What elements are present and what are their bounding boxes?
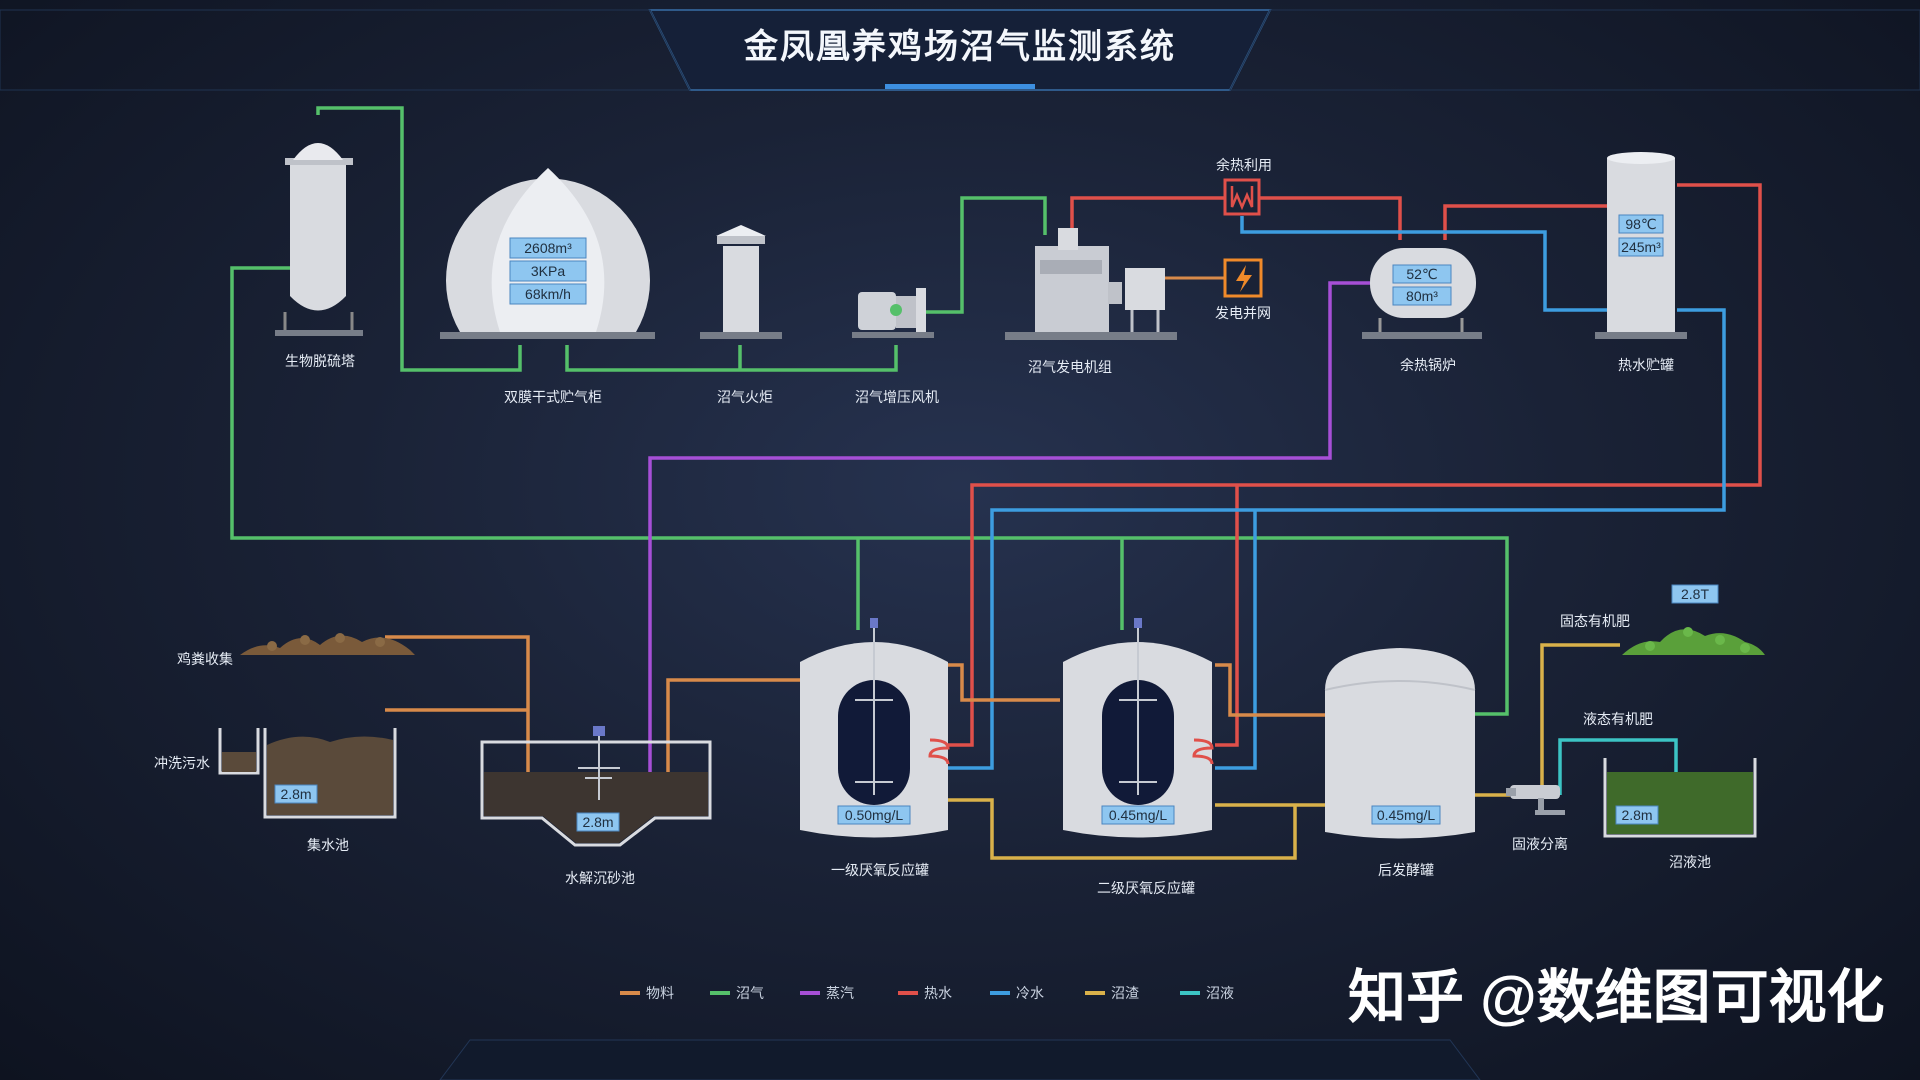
legend-item-slurry: 沼液 xyxy=(1180,985,1234,1001)
separator-label: 固液分离 xyxy=(1512,836,1568,852)
legend-item-material: 物料 xyxy=(620,985,674,1001)
pipes xyxy=(230,106,1762,860)
reactor-1-label: 一级厌氧反应罐 xyxy=(831,862,929,878)
manure-collection[interactable]: 鸡粪收集 xyxy=(177,633,415,667)
solid-liquid-separator[interactable]: 固液分离 xyxy=(1506,785,1568,852)
waste-heat-boiler-label: 余热锅炉 xyxy=(1400,357,1456,373)
flush-water[interactable]: 冲洗污水 xyxy=(154,728,260,775)
manure-collection-label: 鸡粪收集 xyxy=(177,651,233,667)
residue-pipes xyxy=(948,643,1620,860)
boiler-volume-value: 80m³ xyxy=(1406,288,1438,304)
cold-water-pipes xyxy=(948,216,1726,770)
svg-text:热水: 热水 xyxy=(924,985,952,1001)
reactor-1-value: 0.50mg/L xyxy=(845,807,904,823)
gas-holder-values: 2608m³ 3KPa 68km/h xyxy=(509,237,587,305)
waste-heat-boiler[interactable]: 52℃ 80m³ 余热锅炉 xyxy=(1362,248,1482,373)
grid-label: 发电并网 xyxy=(1215,305,1271,321)
legend-item-cold-water: 冷水 xyxy=(990,985,1044,1001)
steam-pipes xyxy=(648,281,1370,780)
heat-recovery[interactable]: 余热利用 xyxy=(1216,157,1272,216)
legend-item-biogas: 沼气 xyxy=(710,985,764,1001)
collection-pool-label: 集水池 xyxy=(307,837,349,853)
reactor-2-value: 0.45mg/L xyxy=(1109,807,1168,823)
gas-flow-value: 68km/h xyxy=(525,286,571,302)
svg-text:沼渣: 沼渣 xyxy=(1111,985,1139,1001)
svg-text:冷水: 冷水 xyxy=(1016,985,1044,1001)
collection-pool[interactable]: 2.8m 集水池 xyxy=(263,728,397,853)
hot-water-tank-label: 热水贮罐 xyxy=(1618,357,1674,373)
heat-recovery-label: 余热利用 xyxy=(1216,157,1272,173)
flare-label: 沼气火炬 xyxy=(717,389,773,405)
svg-text:物料: 物料 xyxy=(646,985,674,1001)
legend-item-residue: 沼渣 xyxy=(1085,985,1139,1001)
hot-water-tank[interactable]: 98℃ 245m³ 热水贮罐 xyxy=(1595,152,1687,373)
reactor-1[interactable]: 0.50mg/L 一级厌氧反应罐 xyxy=(800,618,950,878)
post-fermentation-value: 0.45mg/L xyxy=(1377,807,1436,823)
reactor-2[interactable]: 0.45mg/L 二级厌氧反应罐 xyxy=(1063,618,1214,896)
solid-fertilizer-label: 固态有机肥 xyxy=(1560,613,1630,629)
desulfurization-tower[interactable]: 生物脱硫塔 xyxy=(275,143,363,369)
generator-label: 沼气发电机组 xyxy=(1028,359,1112,375)
generator[interactable]: 沼气发电机组 xyxy=(1005,228,1225,375)
gas-volume-value: 2608m³ xyxy=(524,240,572,256)
slurry-pool-level: 2.8m xyxy=(1621,807,1652,823)
svg-text:沼气: 沼气 xyxy=(736,985,764,1001)
legend: 物料 沼气 蒸汽 热水 冷水 沼渣 沼液 xyxy=(620,985,1234,1001)
solid-fertilizer-value: 2.8T xyxy=(1681,586,1709,602)
hydrolysis-tank-level: 2.8m xyxy=(582,814,613,830)
reactor-2-label: 二级厌氧反应罐 xyxy=(1097,880,1195,896)
post-fermentation-label: 后发酵罐 xyxy=(1378,862,1434,878)
gas-holder[interactable]: 2608m³ 3KPa 68km/h 双膜干式贮气柜 xyxy=(440,168,655,405)
grid[interactable]: 发电并网 xyxy=(1215,258,1271,321)
collection-pool-level: 2.8m xyxy=(280,786,311,802)
hot-tank-temp-value: 98℃ xyxy=(1625,216,1656,232)
solid-fertilizer[interactable]: 2.8T 固态有机肥 xyxy=(1560,584,1765,655)
desulfurization-tower-label: 生物脱硫塔 xyxy=(285,353,355,369)
legend-item-steam: 蒸汽 xyxy=(800,985,854,1001)
svg-text:沼液: 沼液 xyxy=(1206,985,1234,1001)
biogas-pipes xyxy=(230,106,1509,716)
watermark: 知乎 @数维图可视化 xyxy=(1348,965,1885,1030)
svg-text:蒸汽: 蒸汽 xyxy=(826,985,854,1001)
gas-holder-label: 双膜干式贮气柜 xyxy=(504,389,602,405)
flush-water-label: 冲洗污水 xyxy=(154,755,210,771)
hot-water-pipes xyxy=(948,183,1762,747)
slurry-pipes xyxy=(1558,738,1678,795)
booster-fan[interactable]: 沼气增压风机 xyxy=(852,288,939,405)
page-title: 金凤凰养鸡场沼气监测系统 xyxy=(743,27,1176,66)
slurry-pool[interactable]: 液态有机肥 2.8m 沼液池 xyxy=(1583,711,1757,870)
lightning-icon xyxy=(1236,265,1252,292)
header: 金凤凰养鸡场沼气监测系统 xyxy=(0,9,1920,91)
hydrolysis-tank-label: 水解沉砂池 xyxy=(565,870,635,886)
material-pipes xyxy=(385,635,1325,780)
liquid-fertilizer-label: 液态有机肥 xyxy=(1583,711,1653,727)
flare[interactable]: 沼气火炬 xyxy=(700,225,782,405)
slurry-pool-label: 沼液池 xyxy=(1669,854,1711,870)
legend-item-hot-water: 热水 xyxy=(898,985,952,1001)
boiler-temp-value: 52℃ xyxy=(1406,266,1437,282)
post-fermentation-tank[interactable]: 0.45mg/L 后发酵罐 xyxy=(1324,648,1476,878)
hydrolysis-tank[interactable]: 2.8m 水解沉砂池 xyxy=(480,726,712,886)
hot-tank-volume-value: 245m³ xyxy=(1621,239,1661,255)
booster-fan-label: 沼气增压风机 xyxy=(855,389,939,405)
gas-pressure-value: 3KPa xyxy=(531,263,565,279)
